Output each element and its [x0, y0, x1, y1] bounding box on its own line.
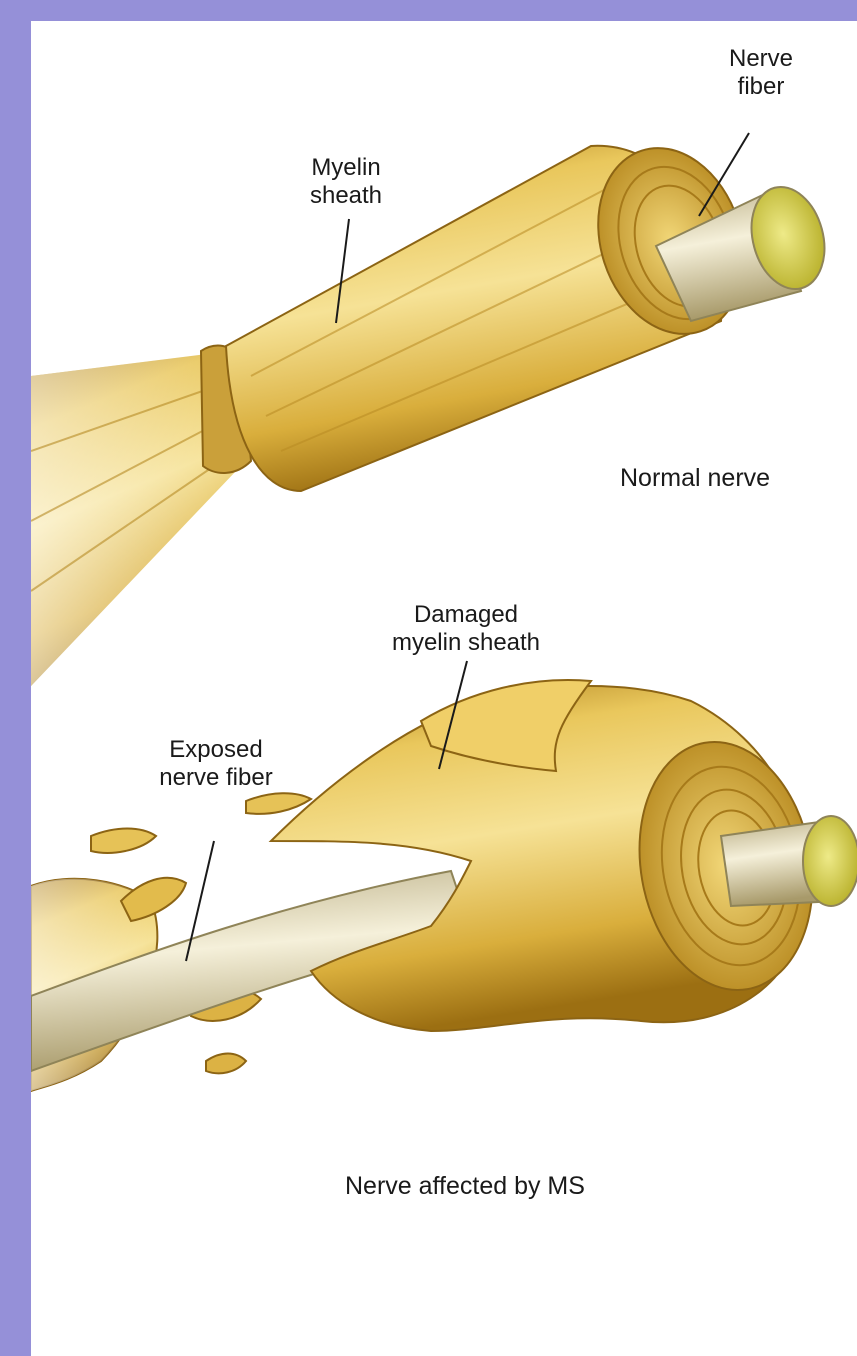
damaged-sheath-label-line1: Damaged: [356, 601, 576, 629]
nerve-fiber-label-line2: fiber: [701, 73, 821, 101]
damaged-sheath-label: Damaged myelin sheath: [356, 601, 576, 657]
exposed-fiber-label: Exposed nerve fiber: [116, 736, 316, 792]
ms-nerve-caption: Nerve affected by MS: [345, 1172, 585, 1200]
diagram-panel: Nerve fiber Myelin sheath Normal nerve D…: [31, 21, 857, 1356]
nerve-fiber-label-line1: Nerve: [701, 45, 821, 73]
exposed-fiber-label-line2: nerve fiber: [116, 764, 316, 792]
damaged-sheath-label-line2: myelin sheath: [356, 629, 576, 657]
myelin-sheath-label-line2: sheath: [286, 182, 406, 210]
myelin-sheath-label: Myelin sheath: [286, 154, 406, 210]
exposed-fiber-label-line1: Exposed: [116, 736, 316, 764]
normal-nerve-caption: Normal nerve: [620, 464, 770, 492]
nerve-illustration: [31, 21, 857, 1356]
myelin-sheath-label-line1: Myelin: [286, 154, 406, 182]
nerve-fiber-label: Nerve fiber: [701, 45, 821, 101]
